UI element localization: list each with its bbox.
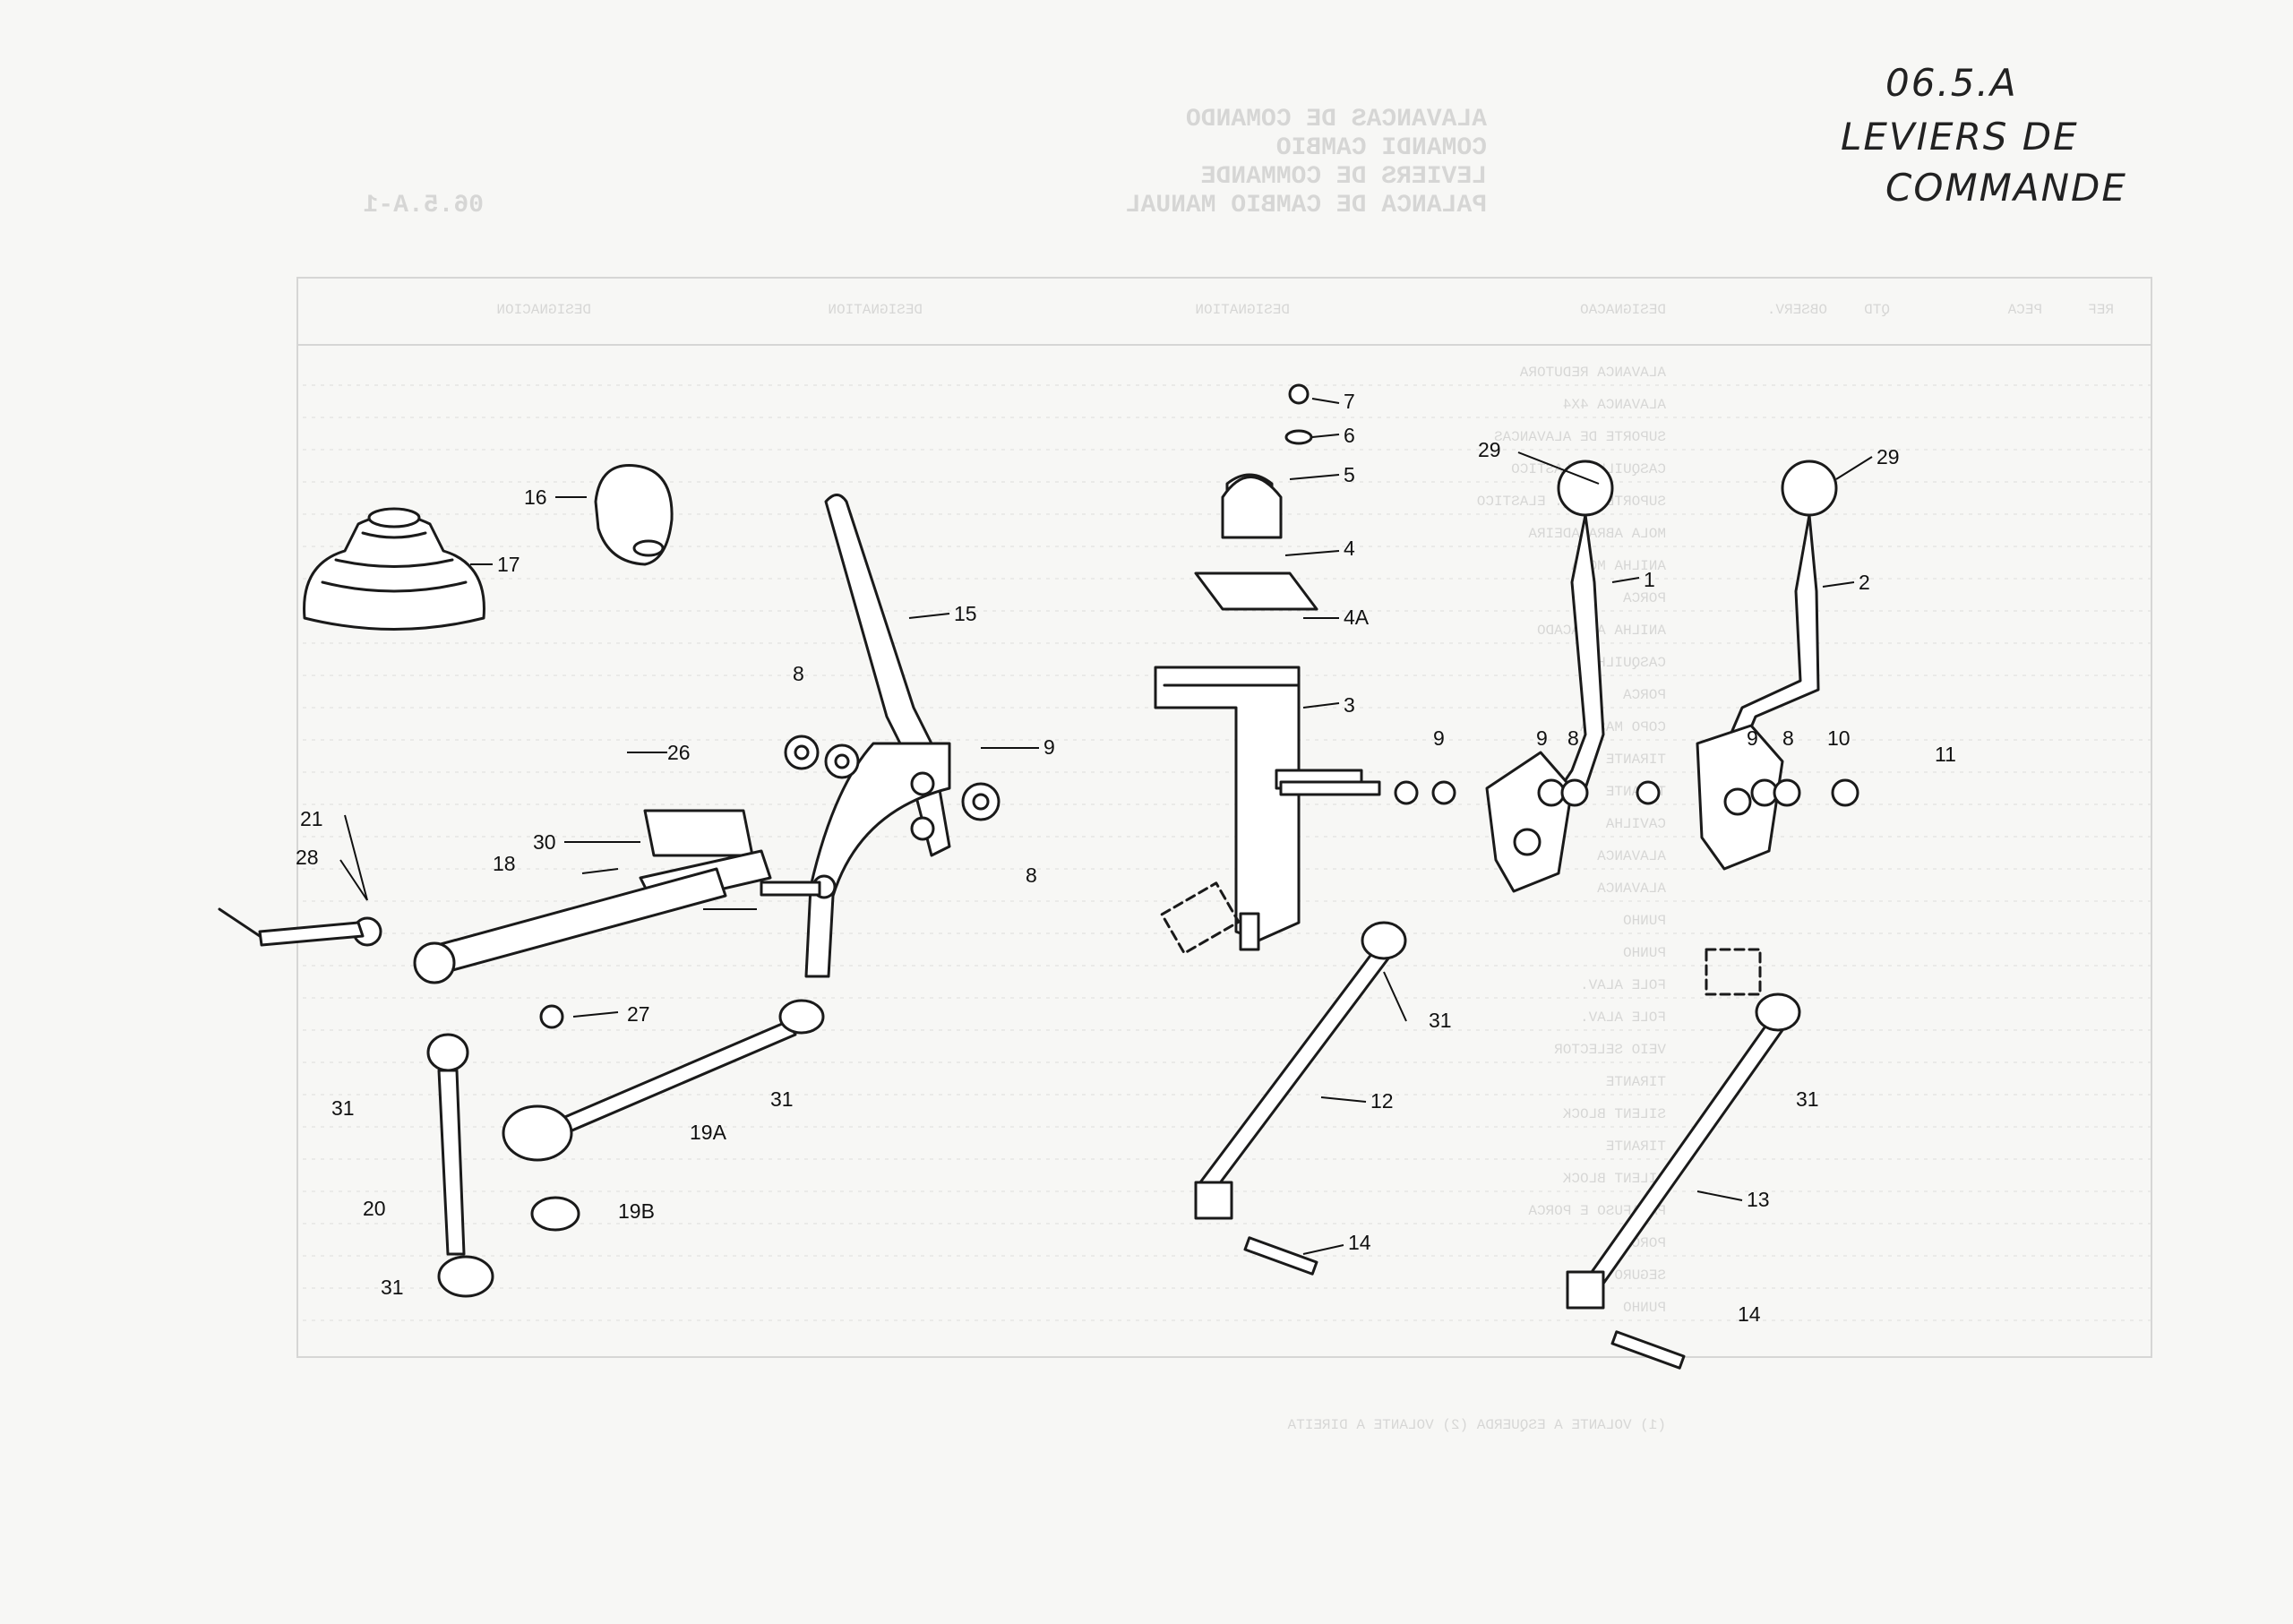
ghost-headers: REF PECA QTD OBSERV. DESIGNACAO DESIGNAT…: [496, 302, 2114, 318]
washers-and-nuts: [784, 383, 1859, 821]
leader-lines: [339, 398, 1873, 1255]
handwritten-section-code: 06.5.A: [1885, 61, 2018, 105]
ghost-row: PUNHO: [1623, 913, 1666, 929]
ghost-row: TIRANTE: [1606, 1074, 1666, 1090]
ghost-titles: ALAVANCAS DE COMANDO COMANDI CAMBIO LEVI…: [364, 106, 1487, 219]
callout-14: 14: [1738, 1302, 1761, 1326]
ghost-row: PORCA: [1623, 590, 1666, 606]
ghost-row: MOLA ABRACADEIRA: [1528, 526, 1666, 542]
ghost-row: FOLE ALAV.: [1580, 977, 1666, 993]
ghost-row: ALAVANCA: [1597, 881, 1666, 897]
callout-9: 9: [1433, 726, 1445, 750]
ghost-row: ALAVANCA REDUTORA: [1519, 365, 1666, 381]
callout-31: 31: [331, 1096, 355, 1120]
callout-31: 31: [1796, 1087, 1819, 1111]
callout-17: 17: [497, 553, 520, 576]
connecting-rods-left: [426, 999, 825, 1298]
callout-20: 20: [363, 1197, 386, 1220]
handwritten-title-line1: LEVIERS DE: [1841, 115, 2079, 159]
callout-9: 9: [1536, 726, 1548, 750]
callout-8: 8: [1026, 864, 1037, 887]
callout-29: 29: [1876, 445, 1900, 468]
selector-shaft-assembly: [218, 809, 837, 984]
reduction-lever: [1279, 460, 1614, 893]
connecting-rods-right: [1160, 881, 1801, 1370]
ghost-header: DESIGNATION: [828, 302, 923, 318]
callout-18: 18: [493, 852, 516, 875]
main-gear-lever: [804, 494, 951, 978]
ghost-row: TIRANTE: [1606, 752, 1666, 768]
ghost-header: DESIGNATION: [1195, 302, 1290, 318]
ghost-row: SEGURO: [1614, 1267, 1666, 1284]
ghost-header: DESIGNACAO: [1580, 302, 1666, 318]
ghost-row: ANILHA ATRACADO: [1537, 623, 1666, 639]
ghost-header: REF: [2088, 302, 2114, 318]
ghost-row: ANILHA MOLA: [1571, 558, 1666, 574]
callout-29: 29: [1478, 438, 1501, 461]
callout-31: 31: [381, 1276, 404, 1299]
callout-31: 31: [1429, 1009, 1452, 1032]
gear-knob: [594, 464, 674, 566]
ghost-footer-note: (1) VOLANTE A ESQUERDA (2) VOLANTE A DIR…: [1287, 1417, 1666, 1433]
ghost-header: OBSERV.: [1767, 302, 1827, 318]
ghost-row: SILENT BLOCK: [1562, 1171, 1666, 1187]
handwritten-title-line2: COMMANDE: [1885, 166, 2127, 210]
callout-8: 8: [1782, 726, 1794, 750]
callout-15: 15: [954, 602, 977, 625]
callout-14: 14: [1348, 1231, 1371, 1254]
callout-7: 7: [1344, 390, 1355, 413]
callout-1: 1: [1644, 568, 1655, 591]
ghost-row: PUNHO: [1623, 1300, 1666, 1316]
callout-28: 28: [296, 846, 319, 869]
callout-26: 26: [667, 741, 691, 764]
ghost-page-ref: 06.5.A-1: [364, 192, 484, 219]
ghost-table-frame: [296, 277, 2152, 1358]
callout-6: 6: [1344, 424, 1355, 447]
ghost-row: SUPORTE DE ALAVANCAS: [1494, 429, 1666, 445]
ghost-title-4: PALANCA DE CAMBIO MANUAL: [1126, 192, 1487, 219]
ghost-title-3: LEVIERS DE COMMANDE: [1201, 163, 1487, 191]
ghost-header: PECA: [2007, 302, 2042, 318]
callout-27: 27: [627, 1002, 650, 1026]
ghost-title-2: COMANDI CAMBIO: [1276, 134, 1487, 162]
callout-21: 21: [300, 807, 323, 830]
callout-19b: 19B: [618, 1199, 655, 1223]
ghost-row: PORCA: [1623, 687, 1666, 703]
callout-19a: 19A: [690, 1121, 727, 1144]
callout-8: 8: [793, 662, 804, 685]
ghost-row: CAVILHA: [1605, 816, 1666, 832]
callout-11: 11: [1935, 743, 1956, 766]
callout-10: 10: [1827, 726, 1851, 750]
callout-5: 5: [1344, 463, 1355, 486]
callout-3: 3: [1344, 693, 1355, 717]
ghost-row: ALAVANCA: [1597, 848, 1666, 864]
ghost-row: VEIO SELECTOR: [1554, 1042, 1666, 1058]
ghost-header: DESIGNACION: [496, 302, 591, 318]
ghost-header: QTD: [1864, 302, 1890, 318]
callout-9: 9: [1043, 735, 1055, 759]
callout-4a: 4A: [1344, 606, 1370, 629]
ghost-row: FOLE ALAV.: [1580, 1010, 1666, 1026]
callout-2: 2: [1859, 571, 1870, 594]
callout-9: 9: [1747, 726, 1758, 750]
ghost-row: PUNHO: [1623, 945, 1666, 961]
callout-31: 31: [770, 1087, 794, 1111]
ghost-row: CASQUILHO: [1589, 655, 1666, 671]
ghost-row: ALAVANCA 4X4: [1563, 397, 1666, 413]
4x4-lever: [1696, 460, 1838, 871]
callout-12: 12: [1370, 1089, 1394, 1113]
callout-8: 8: [1567, 726, 1579, 750]
ghost-title-1: ALAVANCAS DE COMANDO: [1186, 106, 1487, 133]
callout-30: 30: [533, 830, 556, 854]
ghost-row: SILENT BLOCK: [1562, 1106, 1666, 1122]
callout-13: 13: [1747, 1188, 1770, 1211]
callout-16: 16: [524, 485, 547, 509]
lever-support-bracket: [1154, 473, 1363, 951]
callout-4: 4: [1344, 537, 1355, 560]
gear-lever-boot: [303, 507, 485, 631]
ghost-row: TIRANTE: [1606, 1139, 1666, 1155]
